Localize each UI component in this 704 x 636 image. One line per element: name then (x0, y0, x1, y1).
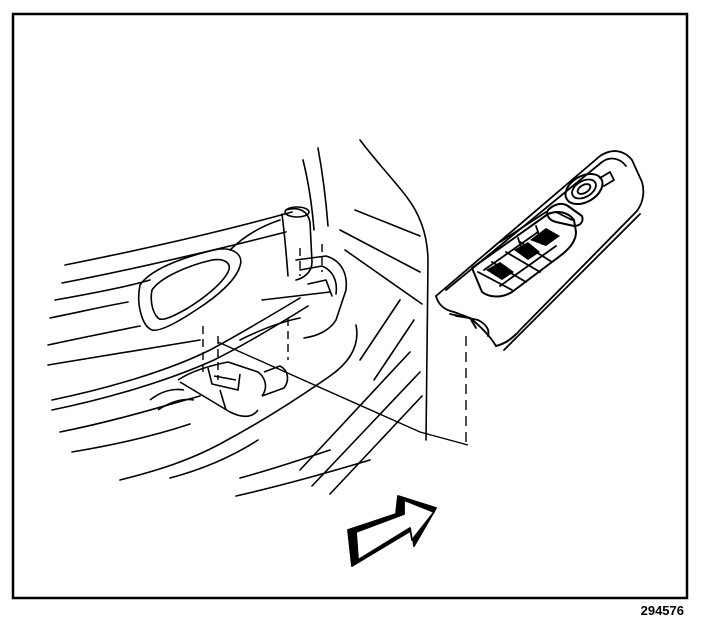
mounting-clip (149, 361, 289, 418)
switch-shading (486, 228, 560, 280)
insertion-arrow (347, 495, 437, 567)
figure-number: 294576 (640, 603, 684, 618)
figure-frame (11, 12, 689, 600)
alignment-lines (202, 244, 469, 446)
window-switch-panel (435, 150, 645, 351)
door-trim-panel (47, 139, 429, 497)
